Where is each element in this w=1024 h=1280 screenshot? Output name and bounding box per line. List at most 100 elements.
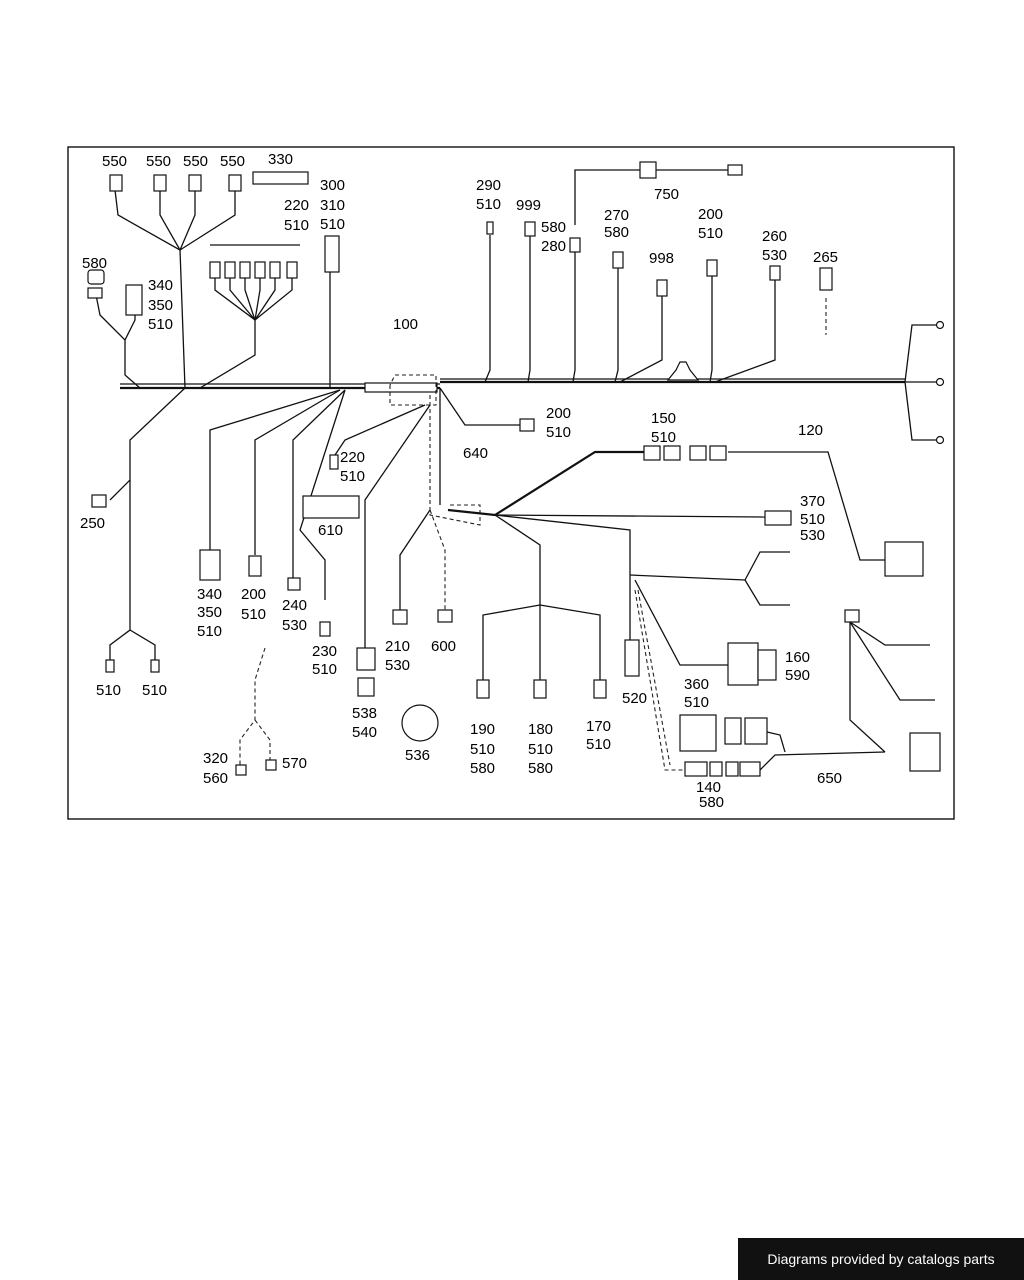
label-998: 998 [649,250,674,267]
label-510-220: 510 [284,217,309,234]
grommet [666,361,700,381]
label-510-360: 510 [684,694,709,711]
label-600: 600 [431,638,456,655]
label-280: 280 [541,238,566,255]
label-550-c: 550 [183,153,208,170]
label-510-180: 510 [528,741,553,758]
branch-upper-mid [484,161,833,383]
branch-200-mid [439,387,535,432]
label-190: 190 [470,721,495,738]
branch-210 [392,509,431,625]
label-230: 230 [312,643,337,660]
label-200-top: 200 [698,206,723,223]
label-590: 590 [785,667,810,684]
label-580-left: 580 [82,255,107,272]
label-510-200-top: 510 [698,225,723,242]
label-160: 160 [785,649,810,666]
label-650: 650 [817,770,842,787]
label-570: 570 [282,755,307,772]
branch-left-lower [91,387,186,673]
label-510-200-bottom: 510 [241,606,266,623]
branch-600 [429,509,453,623]
label-320: 320 [203,750,228,767]
label-580-mid: 580 [541,219,566,236]
branch-200-bottom [248,389,341,577]
label-510-170: 510 [586,736,611,753]
label-536: 536 [405,747,430,764]
label-999: 999 [516,197,541,214]
label-510-left-1: 510 [96,682,121,699]
label-530-240: 530 [282,617,307,634]
label-200-mid: 200 [546,405,571,422]
label-550-a: 550 [102,153,127,170]
label-330: 330 [268,151,293,168]
label-510-200-mid: 510 [546,424,571,441]
label-340-bottom: 340 [197,586,222,603]
label-510-300: 510 [320,216,345,233]
label-640: 640 [463,445,488,462]
label-510-340: 510 [148,316,173,333]
label-530-260: 530 [762,247,787,264]
label-220-mid: 220 [340,449,365,466]
label-550-d: 550 [220,153,245,170]
credit-banner: Diagrams provided by catalogs parts [738,1238,1024,1280]
label-510-190: 510 [470,741,495,758]
label-510-220-mid: 510 [340,468,365,485]
label-510-370: 510 [800,511,825,528]
label-120: 120 [798,422,823,439]
branch-220-top [199,244,300,389]
label-510-340-bottom: 510 [197,623,222,640]
label-510-150: 510 [651,429,676,446]
label-260: 260 [762,228,787,245]
label-750: 750 [654,186,679,203]
label-350: 350 [148,297,173,314]
label-240: 240 [282,597,307,614]
branch-lower-right [494,514,790,771]
branch-320-570 [235,647,277,776]
label-510-290: 510 [476,196,501,213]
label-580-190: 580 [470,760,495,777]
label-580-140: 580 [699,794,724,811]
label-200-bottom: 200 [241,586,266,603]
branch-340-bottom [199,389,341,581]
branch-190-180-170 [476,514,607,699]
main-trunk [120,374,905,406]
label-610: 610 [318,522,343,539]
callout-labels: 550 550 550 550 330 300 310 510 220 510 … [80,151,842,811]
branch-300 [324,235,340,388]
label-180: 180 [528,721,553,738]
label-370: 370 [800,493,825,510]
branch-230 [299,389,346,637]
branch-550 [109,171,309,389]
label-270: 270 [604,207,629,224]
label-538: 538 [352,705,377,722]
label-250: 250 [80,515,105,532]
label-265: 265 [813,249,838,266]
label-100: 100 [393,316,418,333]
branch-right [447,445,924,577]
label-150: 150 [651,410,676,427]
label-580-270: 580 [604,224,629,241]
label-540: 540 [352,724,377,741]
branch-340-left [87,269,143,389]
diagram-frame [67,146,955,820]
label-520: 520 [622,690,647,707]
label-560: 560 [203,770,228,787]
label-550-b: 550 [146,153,171,170]
label-530-370: 530 [800,527,825,544]
label-350-bottom: 350 [197,604,222,621]
label-170: 170 [586,718,611,735]
label-580-180: 580 [528,760,553,777]
label-290: 290 [476,177,501,194]
label-530-210: 530 [385,657,410,674]
branch-536 [356,404,439,742]
branch-220-mid [329,404,426,470]
block-610 [302,495,360,519]
ring-terminals-right [904,320,945,445]
label-340: 340 [148,277,173,294]
label-210: 210 [385,638,410,655]
label-510-230: 510 [312,661,337,678]
branch-240 [287,389,346,591]
label-220-top: 220 [284,197,309,214]
